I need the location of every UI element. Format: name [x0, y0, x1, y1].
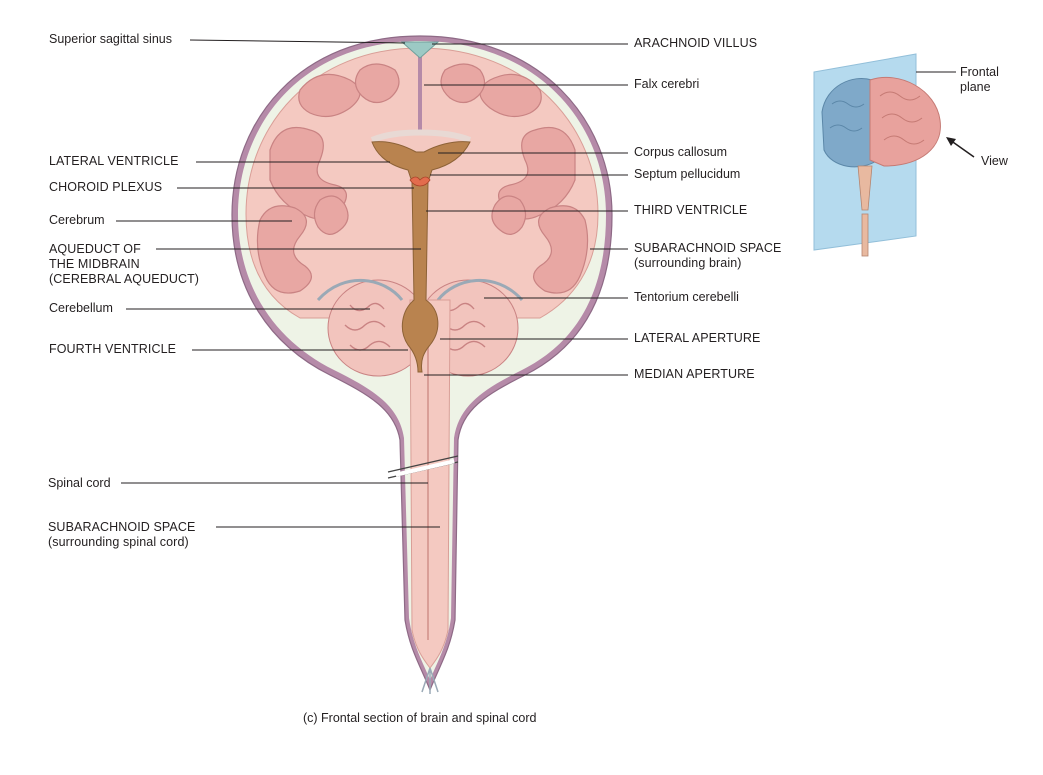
label-subarachnoid-space-spinal: SUBARACHNOID SPACE (surrounding spinal c… [48, 520, 196, 549]
ventricle-system [371, 141, 471, 373]
label-lateral-ventricle: LATERAL VENTRICLE [49, 154, 179, 168]
label-spinal-cord: Spinal cord [48, 476, 111, 490]
label-tentorium-cerebelli: Tentorium cerebelli [634, 290, 739, 304]
label-cerebellum: Cerebellum [49, 301, 113, 315]
corpus-callosum [370, 129, 472, 143]
superior-sagittal-sinus [400, 41, 440, 59]
inset-spinal-cord [861, 213, 869, 257]
label-median-aperture: MEDIAN APERTURE [634, 367, 755, 381]
label-view: View [981, 154, 1008, 168]
figure-caption: (c) Frontal section of brain and spinal … [303, 711, 537, 725]
label-cerebrum: Cerebrum [49, 213, 105, 227]
cerebral-gyri [256, 63, 589, 294]
label-lateral-aperture: LATERAL APERTURE [634, 331, 761, 345]
leader-lines [116, 39, 628, 528]
inset-frontal-plane [813, 53, 975, 257]
label-fourth-ventricle: FOURTH VENTRICLE [49, 342, 177, 356]
label-aqueduct-of-the-midbrain: AQUEDUCT OF THE MIDBRAIN (CEREBRAL AQUED… [49, 242, 200, 286]
view-arrowhead [946, 137, 956, 146]
label-arachnoid-villus: ARACHNOID VILLUS [634, 36, 758, 50]
label-falx-cerebri: Falx cerebri [634, 77, 700, 91]
label-corpus-callosum: Corpus callosum [634, 145, 728, 159]
label-septum-pellucidum: Septum pellucidum [634, 167, 741, 181]
choroid-plexus [409, 176, 431, 187]
brainstem [409, 299, 451, 669]
label-choroid-plexus: CHOROID PLEXUS [49, 180, 163, 194]
inset-brainstem [857, 165, 873, 211]
brain-front-pink [869, 76, 941, 167]
view-arrow [949, 139, 975, 158]
label-third-ventricle: THIRD VENTRICLE [634, 203, 748, 217]
label-subarachnoid-space-brain: SUBARACHNOID SPACE (surrounding brain) [634, 241, 782, 270]
label-superior-sagittal-sinus: Superior sagittal sinus [49, 32, 172, 46]
label-frontal-plane: Frontal plane [960, 65, 999, 94]
